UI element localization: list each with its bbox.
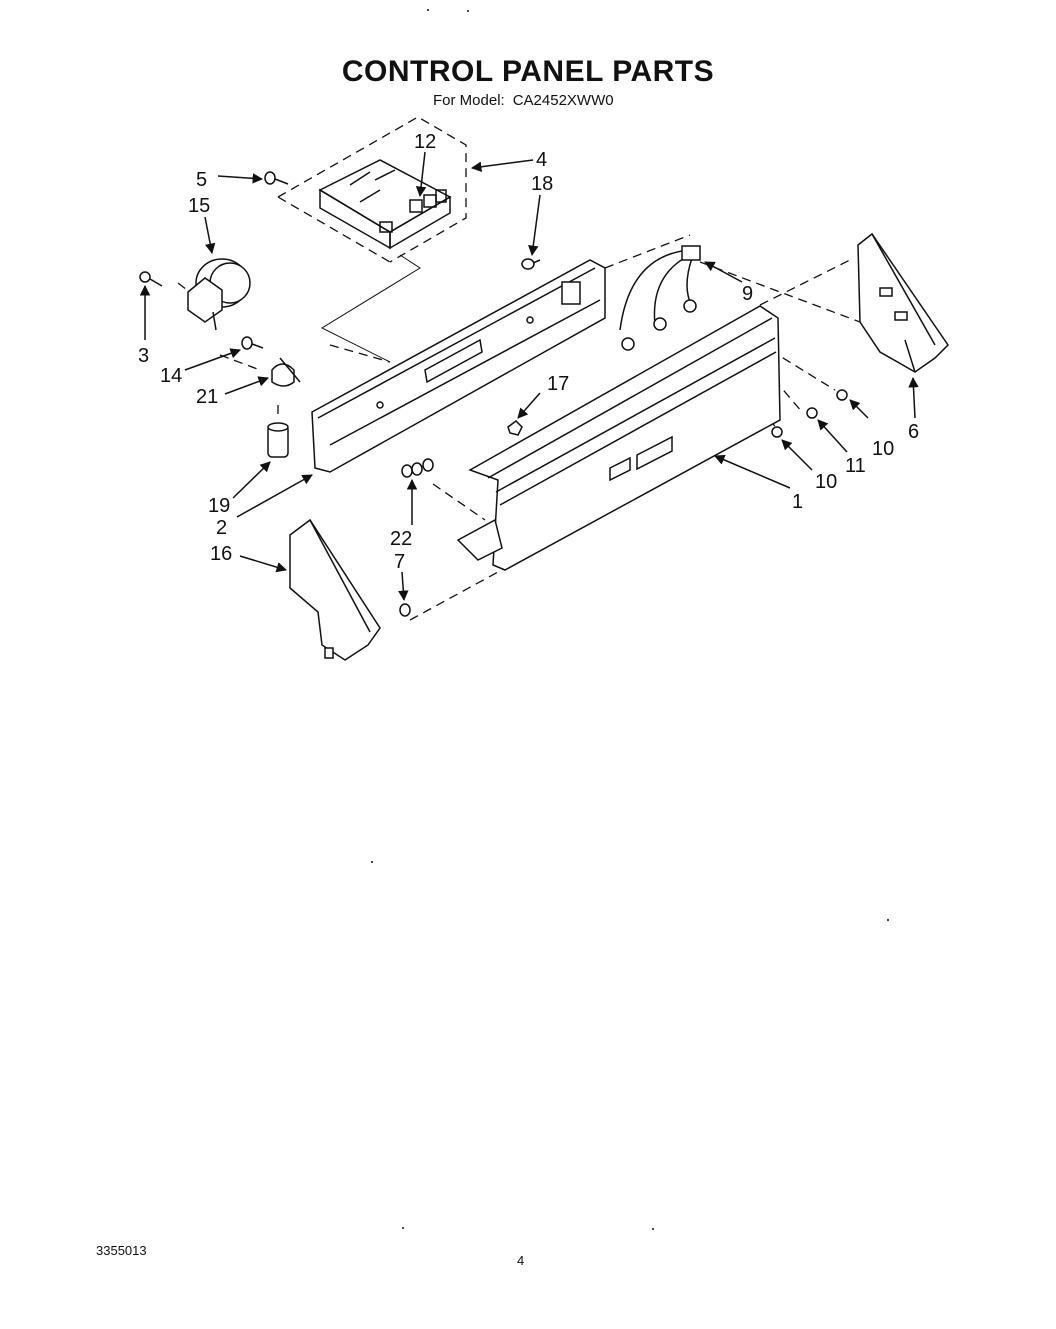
callout-16: 16 [210, 543, 232, 565]
page-title: CONTROL PANEL PARTS [341, 55, 715, 88]
callout-21: 21 [196, 386, 218, 408]
callout-11: 11 [845, 455, 866, 477]
screw-part-14 [241, 336, 264, 350]
model-label: For Model: [433, 92, 505, 109]
callout-2: 2 [216, 517, 227, 539]
control-panel-part-1 [456, 305, 781, 571]
callout-12: 12 [414, 131, 436, 153]
callout-22: 22 [390, 528, 412, 550]
end-cap-part-16 [289, 518, 381, 661]
clip-part-18 [521, 258, 541, 270]
screw-part-7 [399, 603, 411, 617]
callout-1: 1 [792, 491, 803, 513]
screw-part-5 [264, 171, 289, 185]
callout-15: 15 [188, 195, 210, 217]
clip-part-17 [507, 420, 523, 436]
switch-leader-line [320, 254, 421, 363]
callout-leaders [139, 151, 919, 602]
clip-part-21 [271, 357, 301, 387]
callout-10a: 10 [872, 438, 894, 460]
switch-block [318, 159, 452, 250]
spring-part-22 [401, 458, 434, 478]
rear-bracket-part-2 [311, 259, 606, 473]
callout-14: 14 [160, 365, 182, 387]
end-cap-part-6 [857, 232, 949, 373]
callout-9: 9 [742, 283, 753, 305]
screws-part-10-11 [771, 389, 848, 438]
callout-3: 3 [138, 345, 149, 367]
callout-18: 18 [531, 173, 553, 195]
model-subtitle: For Model: CA2452XWW0 [433, 92, 622, 109]
timer-part-15 [187, 258, 251, 331]
callout-4: 4 [536, 149, 547, 171]
callout-5: 5 [196, 169, 207, 191]
callout-6: 6 [908, 421, 919, 443]
document-code: 3355013 [96, 1243, 147, 1258]
callout-17: 17 [547, 373, 569, 395]
model-number: CA2452XWW0 [512, 92, 614, 109]
page-number: 4 [517, 1253, 525, 1268]
capacitor-part-19 [267, 422, 289, 458]
callout-7: 7 [394, 551, 405, 573]
callout-19: 19 [208, 495, 230, 517]
wire-harness-part-9 [619, 245, 701, 351]
scan-specks [371, 9, 889, 1230]
screw-part-3 [139, 271, 163, 287]
callout-10b: 10 [815, 471, 837, 493]
